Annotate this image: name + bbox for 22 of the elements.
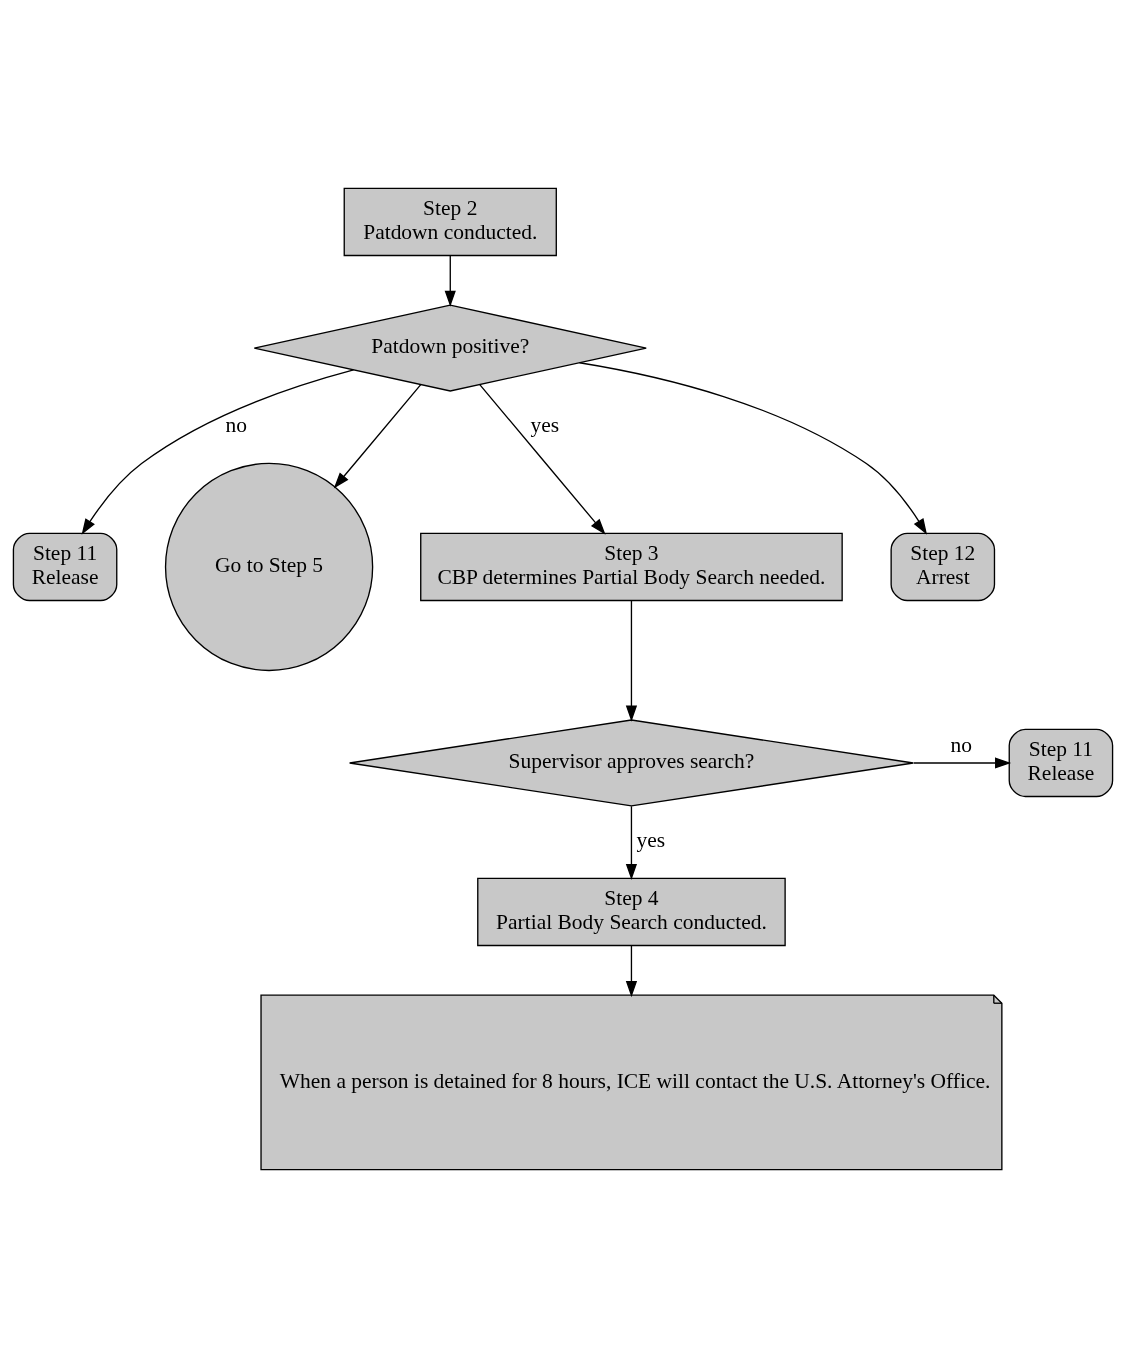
node-box: Step 11 Release xyxy=(12,532,118,601)
edge-label: no xyxy=(950,732,972,757)
node-box: Step 2 Patdown conducted. xyxy=(343,187,557,256)
arrow xyxy=(578,361,928,535)
arrow xyxy=(625,944,638,997)
node-diamond: Patdown positive? xyxy=(253,303,647,392)
arrow xyxy=(625,805,638,880)
edge-label: yes xyxy=(636,827,666,852)
node-box: Step 12 Arrest xyxy=(890,532,996,601)
arrow xyxy=(333,383,422,488)
edge-label: yes xyxy=(530,412,560,437)
arrow xyxy=(625,599,638,722)
node-box: Step 11 Release xyxy=(1008,728,1114,797)
node-circle: Go to Step 5 xyxy=(164,462,374,671)
node-box: Step 4 Partial Body Search conducted. xyxy=(477,877,786,946)
arrow xyxy=(444,254,456,307)
arrow xyxy=(913,756,1012,769)
arrow xyxy=(479,383,606,535)
arrow xyxy=(81,368,355,535)
node-diamond: Supervisor approves search? xyxy=(348,718,914,807)
edge-label: no xyxy=(225,412,247,437)
node-box: Step 3 CBP determines Partial Body Search needed. xyxy=(420,532,843,601)
